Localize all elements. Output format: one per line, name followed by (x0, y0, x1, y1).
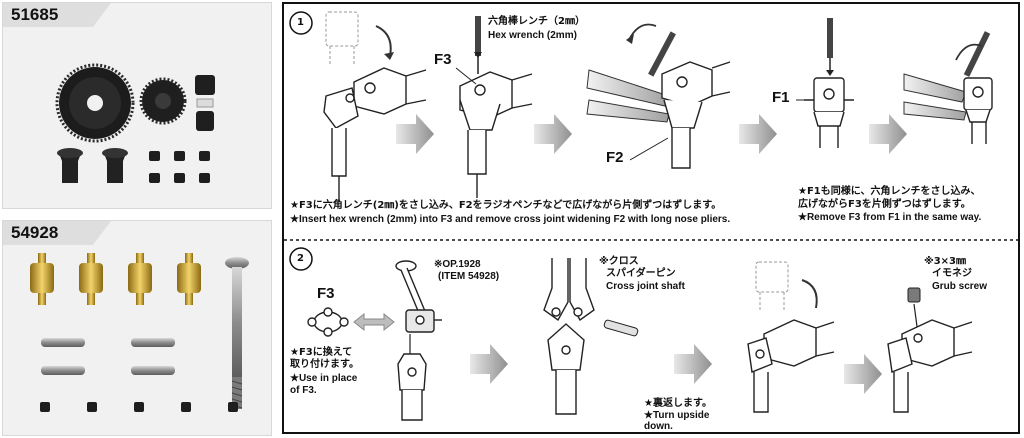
down-arrow-icon (474, 52, 482, 58)
note-step1b-en: ★Remove F3 from F1 in the same way. (798, 212, 982, 223)
op-part-assembly (395, 260, 442, 333)
cross-joint-shaft (41, 338, 175, 375)
process-arrow (470, 344, 508, 384)
universal-joint (323, 67, 427, 200)
label-f3-step2: F3 (317, 285, 335, 302)
product-panel-51685: 51685 (2, 2, 272, 209)
joint-cup (102, 148, 128, 183)
step-2-circle (289, 247, 313, 271)
instruction-manual: 1 2 六角棒レンチ（2㎜） Hex wrench (2mm) F3 F2 F1… (282, 2, 1022, 434)
long-screw (225, 257, 249, 409)
process-arrow (869, 114, 907, 154)
cross-block (804, 77, 854, 148)
universal-joint (661, 61, 731, 169)
grub-screw (40, 402, 238, 412)
hex-wrench (827, 18, 833, 58)
joint-cup (57, 148, 83, 183)
note-step1b-jp1: ★F1も同様に、六角レンチをさし込み、 (798, 186, 981, 197)
pinion-gear (195, 75, 215, 131)
tool-label-jp: 六角棒レンチ（2㎜） (488, 16, 585, 27)
spur-gear-small (139, 77, 187, 125)
replace-en1: ★Use in place (290, 373, 358, 384)
universal-joint (747, 319, 835, 413)
process-arrow (739, 114, 777, 154)
small-black-parts (149, 151, 210, 183)
rotate-arrow-head (384, 52, 394, 60)
turn-label-en2: down. (644, 421, 673, 432)
op-label-1: ※OP.1928 (434, 259, 481, 270)
yoke (397, 353, 427, 421)
process-arrow (396, 114, 434, 154)
process-arrow (844, 354, 882, 394)
universal-joint (887, 319, 973, 413)
instruction-drawings (284, 11, 1022, 421)
universal-joint (459, 71, 533, 198)
down-arrow-icon (826, 70, 834, 76)
cross-joint-pin (603, 319, 639, 337)
gold-joint-block (177, 253, 201, 305)
turn-label-en1: ★Turn upside (644, 410, 710, 421)
label-f2: F2 (606, 149, 624, 166)
gold-joint-block (128, 253, 152, 305)
product-code-tab: 54928 (3, 221, 111, 245)
note-step1b-jp2: 広げながらF3を片側ずつはずします。 (798, 199, 971, 210)
parts-photo-54928 (30, 253, 249, 412)
shaft-label-jp2: スパイダーピン (606, 268, 676, 279)
process-arrow (674, 344, 712, 384)
gold-joint-block (79, 253, 103, 305)
ghost-joint-outline (325, 11, 359, 66)
rotate-arrow (801, 279, 818, 309)
op-label-2: (ITEM 54928) (438, 271, 500, 282)
label-f3: F3 (434, 51, 452, 68)
tool-label-en: Hex wrench (2mm) (488, 30, 577, 41)
spur-gear-large (55, 63, 135, 143)
process-arrow (534, 114, 572, 154)
product-code-tab: 51685 (3, 3, 111, 27)
product-panel-54928: 54928 (2, 220, 272, 436)
cross-block (963, 77, 993, 144)
swap-arrow-icon (353, 312, 395, 332)
replace-en2: of F3. (290, 385, 317, 396)
label-f1: F1 (772, 89, 790, 106)
step-1-circle (289, 11, 313, 35)
step-2-number: 2 (297, 253, 304, 264)
yoke-assembly (543, 258, 595, 415)
ghost-joint-outline (755, 261, 789, 310)
replace-jp2: 取り付けます。 (290, 359, 359, 370)
grub-screw (907, 287, 921, 303)
parts-photo-51685 (55, 63, 215, 183)
replace-jp1: ★F3に換えて (290, 347, 353, 358)
step-1-number: 1 (297, 17, 304, 28)
screw-label-jp2: イモネジ (932, 268, 972, 279)
f3-cross-part (307, 307, 349, 337)
shaft-label-jp1: ※クロス (599, 256, 639, 267)
screw-label-en: Grub screw (932, 281, 988, 292)
long-nose-pliers (586, 69, 670, 123)
gold-joint-block (30, 253, 54, 305)
rotate-arrow (629, 23, 657, 39)
screw-label-jp1: ※3×3㎜ (924, 256, 967, 267)
note-step1-en: ★Insert hex wrench (2mm) into F3 and rem… (290, 214, 731, 225)
hex-wrench (475, 16, 481, 56)
rotate-arrow (375, 25, 392, 57)
rotate-arrow (955, 43, 983, 61)
hex-wrench (963, 31, 991, 77)
turn-label-jp: ★裏返します。 (644, 398, 712, 409)
shaft-label-en: Cross joint shaft (606, 281, 685, 292)
hex-wrench (648, 31, 676, 77)
note-step1-jp: ★F3に六角レンチ(2㎜)をさし込み、F2をラジオペンチなどで広げながら片側ずつ… (290, 200, 722, 211)
long-nose-pliers (903, 73, 967, 121)
